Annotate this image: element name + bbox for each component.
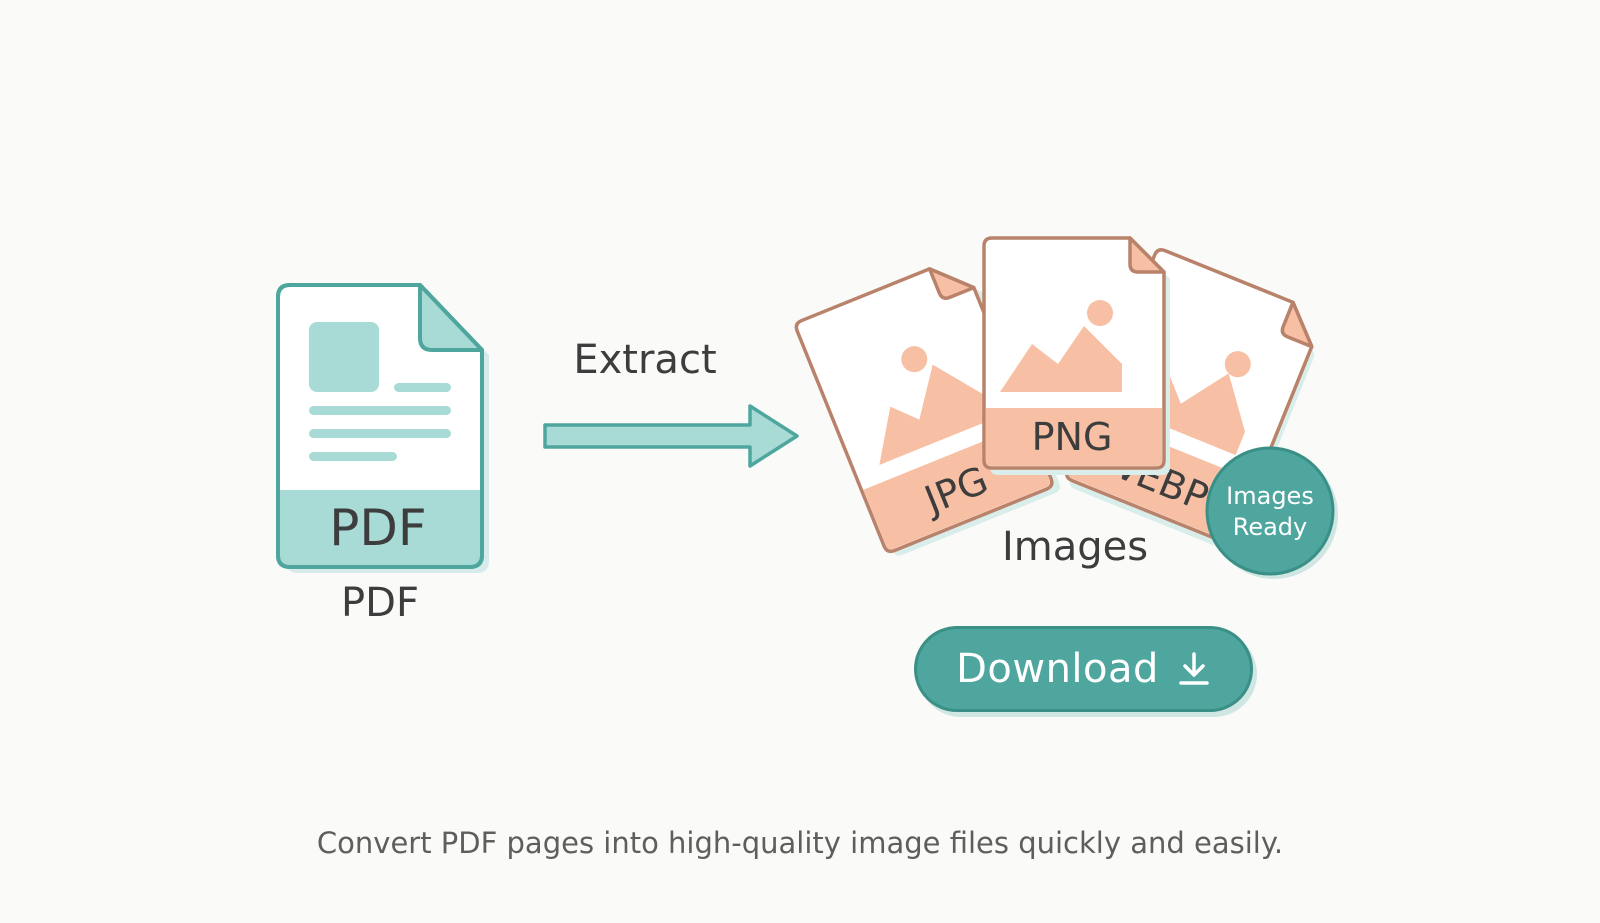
images-ready-badge-text: Images Ready	[1206, 481, 1334, 543]
download-icon	[1177, 651, 1211, 687]
download-button[interactable]: Download	[914, 626, 1253, 712]
extract-label: Extract	[573, 337, 717, 383]
arrow-right-icon	[543, 404, 799, 468]
images-ready-badge	[1205, 446, 1338, 579]
download-button-label: Download	[956, 646, 1159, 692]
pdf-document-icon	[276, 283, 489, 573]
pdf-caption: PDF	[341, 580, 419, 626]
format-label-png: PNG	[1032, 415, 1113, 459]
badge-line-1: Images	[1226, 482, 1314, 510]
badge-line-2: Ready	[1232, 513, 1308, 541]
png-file-icon: PNG	[982, 236, 1170, 475]
pdf-icon-label: PDF	[329, 499, 426, 557]
images-caption: Images	[1001, 524, 1149, 570]
tagline: Convert PDF pages into high-quality imag…	[316, 826, 1284, 860]
